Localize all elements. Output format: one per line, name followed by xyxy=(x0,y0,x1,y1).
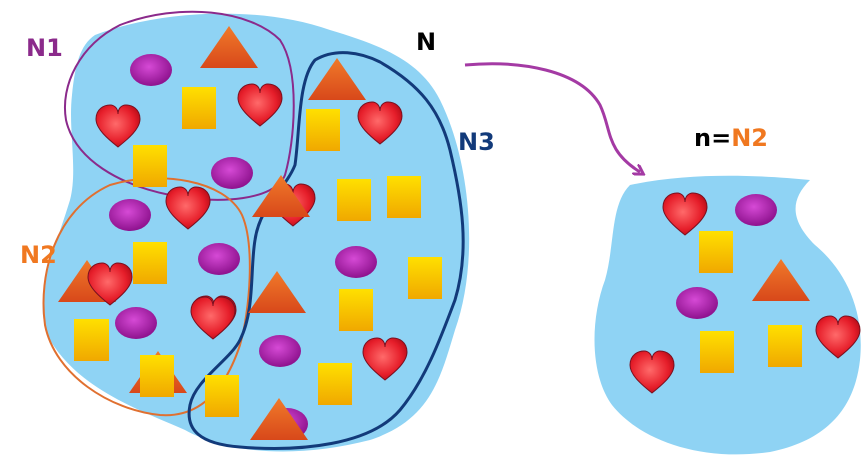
subset-n2-outline xyxy=(42,177,251,417)
square-shape xyxy=(339,289,373,331)
oval-shape xyxy=(676,287,718,319)
heart-shape xyxy=(87,262,133,306)
label-sample-prefix: n= xyxy=(694,124,731,152)
heart-shape xyxy=(165,186,211,230)
triangle-shape xyxy=(752,259,810,301)
heart-shape xyxy=(662,192,708,236)
square-shape xyxy=(182,87,216,129)
population-shapes xyxy=(58,26,442,440)
heart-shape xyxy=(95,104,141,148)
oval-shape xyxy=(130,54,172,86)
oval-shape xyxy=(335,246,377,278)
label-population: N xyxy=(416,28,436,56)
oval-shape xyxy=(115,307,157,339)
sampling-arrow xyxy=(464,62,640,172)
square-shape xyxy=(408,257,442,299)
label-n2: N2 xyxy=(20,241,57,269)
triangle-shape xyxy=(252,175,310,217)
heart-shape xyxy=(362,337,408,381)
triangle-shape xyxy=(250,398,308,440)
oval-shape xyxy=(735,194,777,226)
triangle-shape xyxy=(248,271,306,313)
triangle-shape xyxy=(200,26,258,68)
label-sample: n=N2 xyxy=(694,124,768,152)
heart-shape xyxy=(237,83,283,127)
oval-shape xyxy=(198,243,240,275)
heart-shape xyxy=(357,101,403,145)
square-shape xyxy=(205,375,239,417)
heart-shape xyxy=(629,350,675,394)
oval-shape xyxy=(211,157,253,189)
square-shape xyxy=(768,325,802,367)
square-shape xyxy=(306,109,340,151)
heart-shape xyxy=(190,296,236,340)
oval-shape xyxy=(259,335,301,367)
oval-shape xyxy=(109,199,151,231)
subset-n1-outline xyxy=(64,10,295,201)
square-shape xyxy=(140,355,174,397)
subset-n3-outline xyxy=(187,51,465,450)
heart-shape xyxy=(815,315,861,359)
triangle-shape xyxy=(308,58,366,100)
label-n3: N3 xyxy=(458,128,495,156)
square-shape xyxy=(318,363,352,405)
square-shape xyxy=(75,319,109,361)
label-n1: N1 xyxy=(26,34,63,62)
square-shape xyxy=(387,176,421,218)
square-shape xyxy=(133,242,167,284)
sample-shapes xyxy=(629,192,861,394)
square-shape xyxy=(337,179,371,221)
square-shape xyxy=(699,231,733,273)
square-shape xyxy=(133,145,167,187)
square-shape xyxy=(700,331,734,373)
label-sample-value: N2 xyxy=(731,124,768,152)
sample-blob xyxy=(594,175,861,455)
